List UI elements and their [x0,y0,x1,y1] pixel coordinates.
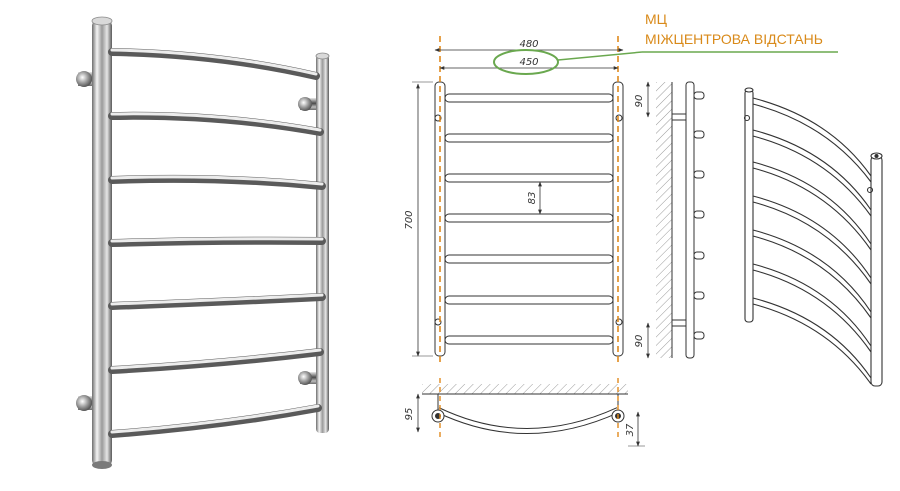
dim-bracket: 37 [625,423,636,436]
dim-overall-width: 480 [519,39,538,50]
annotation-subtitle: МІЖЦЕНТРОВА ВІДСТАНЬ [645,31,823,47]
wall-bracket-top-right [298,97,320,111]
dim-depth: 95 [404,408,415,421]
annotation-title: МЦ [645,11,668,27]
dim-rung-spacing: 83 [527,192,538,205]
front-view [412,36,624,362]
wall-bracket-bottom-right [298,371,320,385]
rungs [108,48,326,438]
towel-rail-photo [76,16,330,469]
dim-center-distance: 450 [519,57,538,68]
side-view [646,81,705,359]
dim-top-offset: 90 [634,95,645,108]
left-post [92,20,112,466]
highlight-ellipse [493,49,559,75]
annotation-leader [557,51,643,61]
dim-height: 700 [404,210,415,229]
perspective-sketch [743,87,883,387]
top-view [416,384,645,447]
front-rungs [444,93,614,345]
dim-bottom-offset: 90 [634,335,645,348]
